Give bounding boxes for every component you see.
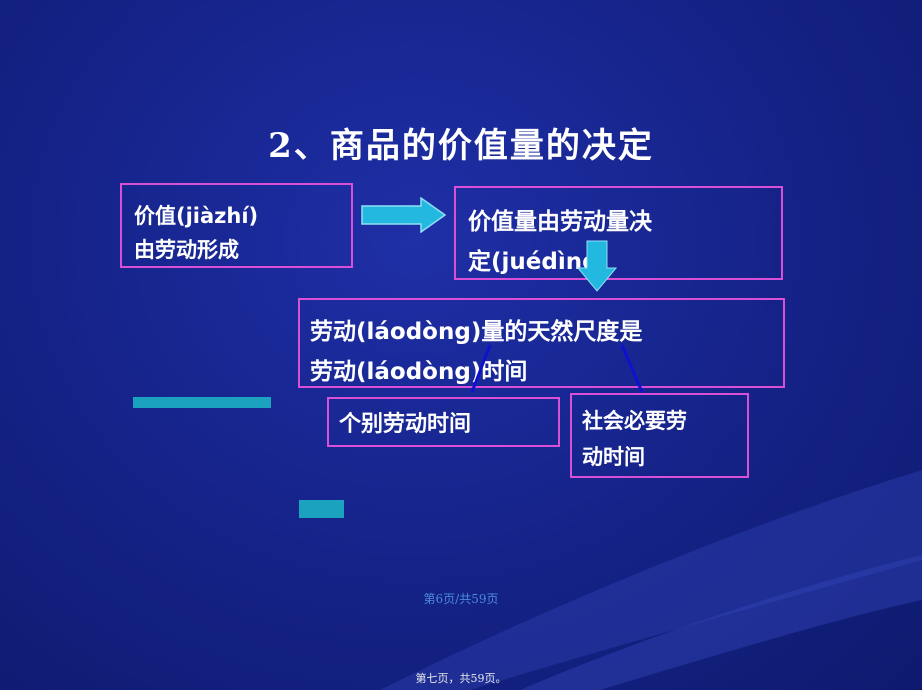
right-arrow-icon [361,197,447,233]
down-arrow-icon [577,240,617,292]
box3-line2: 劳动(láodòng)时间 [310,359,528,385]
page-indicator: 第6页/共59页 [423,592,499,606]
socially-necessary-labor-time-box: 社会必要劳 动时间 [570,393,749,478]
page-caption: 第七页，共59页。 [415,672,507,685]
connector-lines [470,344,644,393]
hidden-text-bar [133,397,271,408]
box3-line1: 劳动(láodòng)量的天然尺度是 [310,319,643,345]
box1-line2: 由劳动形成 [134,238,239,262]
value-determined-by-labor-box: 价值量由劳动量决 定(juédìng) [454,186,783,280]
value-formed-by-labor-box: 价值(jiàzhí) 由劳动形成 [120,183,353,268]
natural-measure-of-labor-box: 劳动(láodòng)量的天然尺度是 劳动(láodòng)时间 [298,298,785,388]
hidden-text-box [299,500,344,518]
slide-title: 2、商品的价值量的决定 [268,126,654,166]
box1-line1: 价值(jiàzhí) [134,204,259,228]
box4-text: 个别劳动时间 [339,412,472,437]
box5-line1: 社会必要劳 [582,409,687,433]
individual-labor-time-box: 个别劳动时间 [327,397,560,447]
box2-line1: 价值量由劳动量决 [468,209,652,235]
box5-line2: 动时间 [582,445,645,469]
box2-line2: 定(juédìng) [468,249,610,275]
